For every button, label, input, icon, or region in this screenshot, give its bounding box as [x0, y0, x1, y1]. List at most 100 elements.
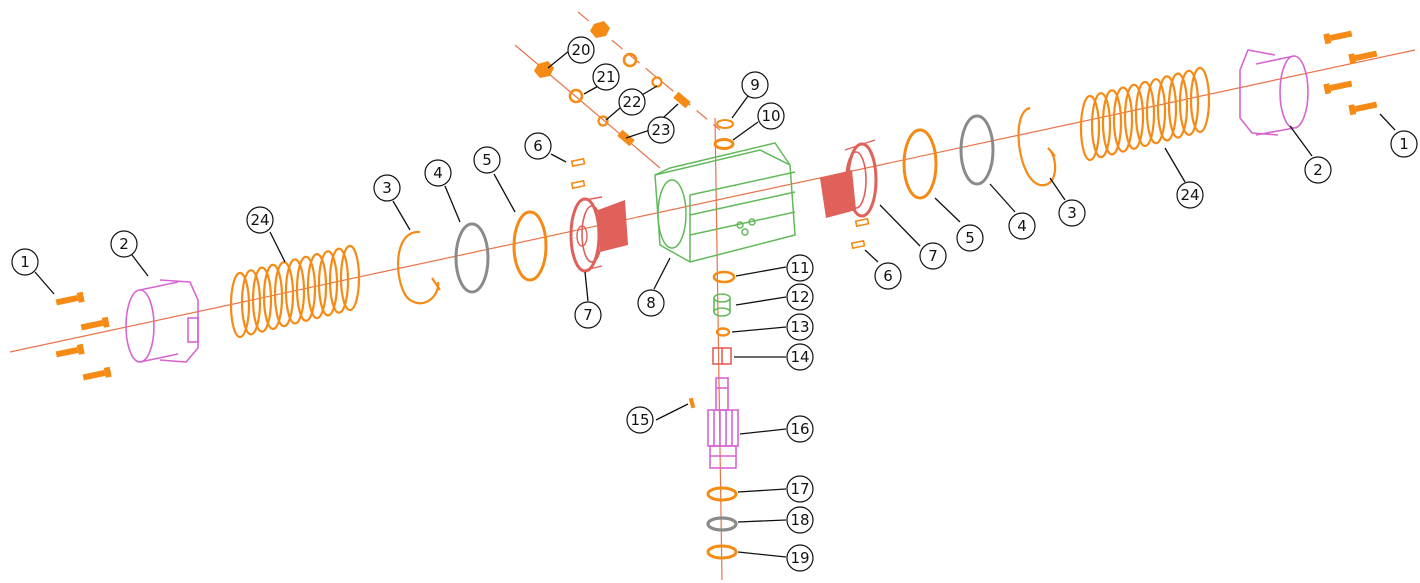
- svg-text:24: 24: [1180, 186, 1199, 204]
- spring-coil: [1189, 66, 1211, 134]
- spring-coil: [339, 244, 361, 312]
- spring-coil: [1123, 83, 1145, 150]
- part-19-ring: [706, 544, 738, 560]
- part-5-orange-ring-right: [902, 128, 938, 200]
- svg-text:18: 18: [790, 511, 809, 529]
- screw: [1348, 101, 1378, 116]
- part-1-screws-left: [55, 291, 112, 381]
- svg-text:17: 17: [790, 480, 809, 498]
- callout-14: 14: [786, 343, 814, 371]
- part-1-screws-right: [1323, 30, 1378, 116]
- callout-11: 11: [786, 254, 814, 282]
- callout-15: 15: [626, 406, 654, 434]
- svg-text:19: 19: [790, 549, 809, 567]
- svg-text:1: 1: [20, 253, 30, 271]
- callout-7-left: 7: [574, 301, 602, 329]
- spring-coil: [1134, 80, 1156, 148]
- callout-21: 21: [592, 63, 620, 91]
- callout-19: 19: [786, 544, 814, 572]
- callout-4-right: 4: [1008, 212, 1036, 240]
- svg-text:7: 7: [928, 247, 938, 265]
- part-24-spring-left: [229, 244, 361, 339]
- svg-text:9: 9: [750, 76, 760, 94]
- svg-text:7: 7: [583, 306, 593, 324]
- svg-text:23: 23: [651, 121, 670, 139]
- callout-20: 20: [567, 36, 595, 64]
- callout-17: 17: [786, 475, 814, 503]
- svg-text:24: 24: [250, 211, 269, 229]
- spring-coil: [1101, 89, 1123, 156]
- spring-coil: [306, 253, 328, 320]
- part-2-end-cap-left: [125, 279, 199, 363]
- callout-3-left: 3: [373, 174, 401, 202]
- svg-text:12: 12: [790, 288, 809, 306]
- part-16-pinion-shaft: [707, 377, 739, 469]
- callout-6-right: 6: [874, 262, 902, 290]
- svg-text:5: 5: [965, 229, 975, 247]
- part-7-piston-left: [569, 196, 628, 273]
- screw: [55, 291, 85, 306]
- spring-coil: [273, 261, 295, 328]
- callout-24-left: 24: [246, 206, 274, 234]
- svg-text:20: 20: [571, 41, 590, 59]
- svg-text:3: 3: [382, 179, 392, 197]
- callout-3-right: 3: [1058, 199, 1086, 227]
- callout-23: 23: [647, 116, 675, 144]
- svg-text:2: 2: [119, 235, 129, 253]
- callout-9: 9: [741, 71, 769, 99]
- svg-text:3: 3: [1067, 204, 1077, 222]
- spring-coil: [251, 266, 273, 333]
- spring-coil: [1178, 69, 1200, 136]
- svg-text:1: 1: [1399, 135, 1409, 153]
- callout-10: 10: [757, 102, 785, 130]
- callout-16: 16: [786, 415, 814, 443]
- callout-22: 22: [618, 88, 646, 116]
- callout-7-right: 7: [919, 242, 947, 270]
- part-4-gray-ring-left: [454, 222, 490, 294]
- part-24-spring-right: [1079, 66, 1211, 162]
- callout-5-left: 5: [473, 146, 501, 174]
- svg-text:15: 15: [630, 411, 649, 429]
- svg-text:14: 14: [790, 348, 809, 366]
- callout-18: 18: [786, 506, 814, 534]
- screw: [82, 366, 112, 381]
- part-5-orange-ring-left: [512, 210, 548, 282]
- callout-24-right: 24: [1176, 181, 1204, 209]
- spring-coil: [262, 263, 284, 330]
- spring-coil: [317, 250, 339, 317]
- svg-text:6: 6: [883, 267, 893, 285]
- main-horizontal-axis: [9, 49, 1416, 353]
- spring-coil: [1079, 94, 1101, 162]
- spring-coil: [229, 271, 251, 339]
- callout-1-right: 1: [1390, 130, 1418, 158]
- part-7-piston-right: [820, 139, 878, 218]
- part-11-ring: [712, 270, 736, 284]
- spring-coil: [1112, 86, 1134, 153]
- svg-text:6: 6: [533, 137, 543, 155]
- svg-text:22: 22: [622, 93, 641, 111]
- callout-8: 8: [637, 289, 665, 317]
- axis-lines: [9, 11, 1416, 581]
- svg-text:2: 2: [1313, 161, 1323, 179]
- part-9-ring: [716, 119, 734, 129]
- screw: [55, 343, 85, 358]
- svg-text:13: 13: [790, 318, 809, 336]
- callout-2-left: 2: [110, 230, 138, 258]
- spring-coil: [1090, 92, 1112, 159]
- vertical-axis: [714, 117, 723, 581]
- spring-coil: [284, 258, 306, 325]
- screw: [1323, 80, 1353, 95]
- part-4-gray-ring-right: [959, 114, 995, 186]
- part-6-keys-left: [570, 157, 586, 190]
- part-20-nuts: [534, 21, 610, 78]
- svg-text:5: 5: [482, 151, 492, 169]
- part-3-circlip-right: [1017, 106, 1057, 187]
- part-8-housing: [654, 142, 796, 263]
- part-18-ring: [706, 516, 738, 532]
- svg-text:4: 4: [433, 164, 443, 182]
- part-2-end-cap-right: [1239, 49, 1309, 136]
- spring-coil: [1167, 72, 1189, 139]
- svg-text:8: 8: [646, 294, 656, 312]
- part-6-keys-right: [850, 217, 870, 250]
